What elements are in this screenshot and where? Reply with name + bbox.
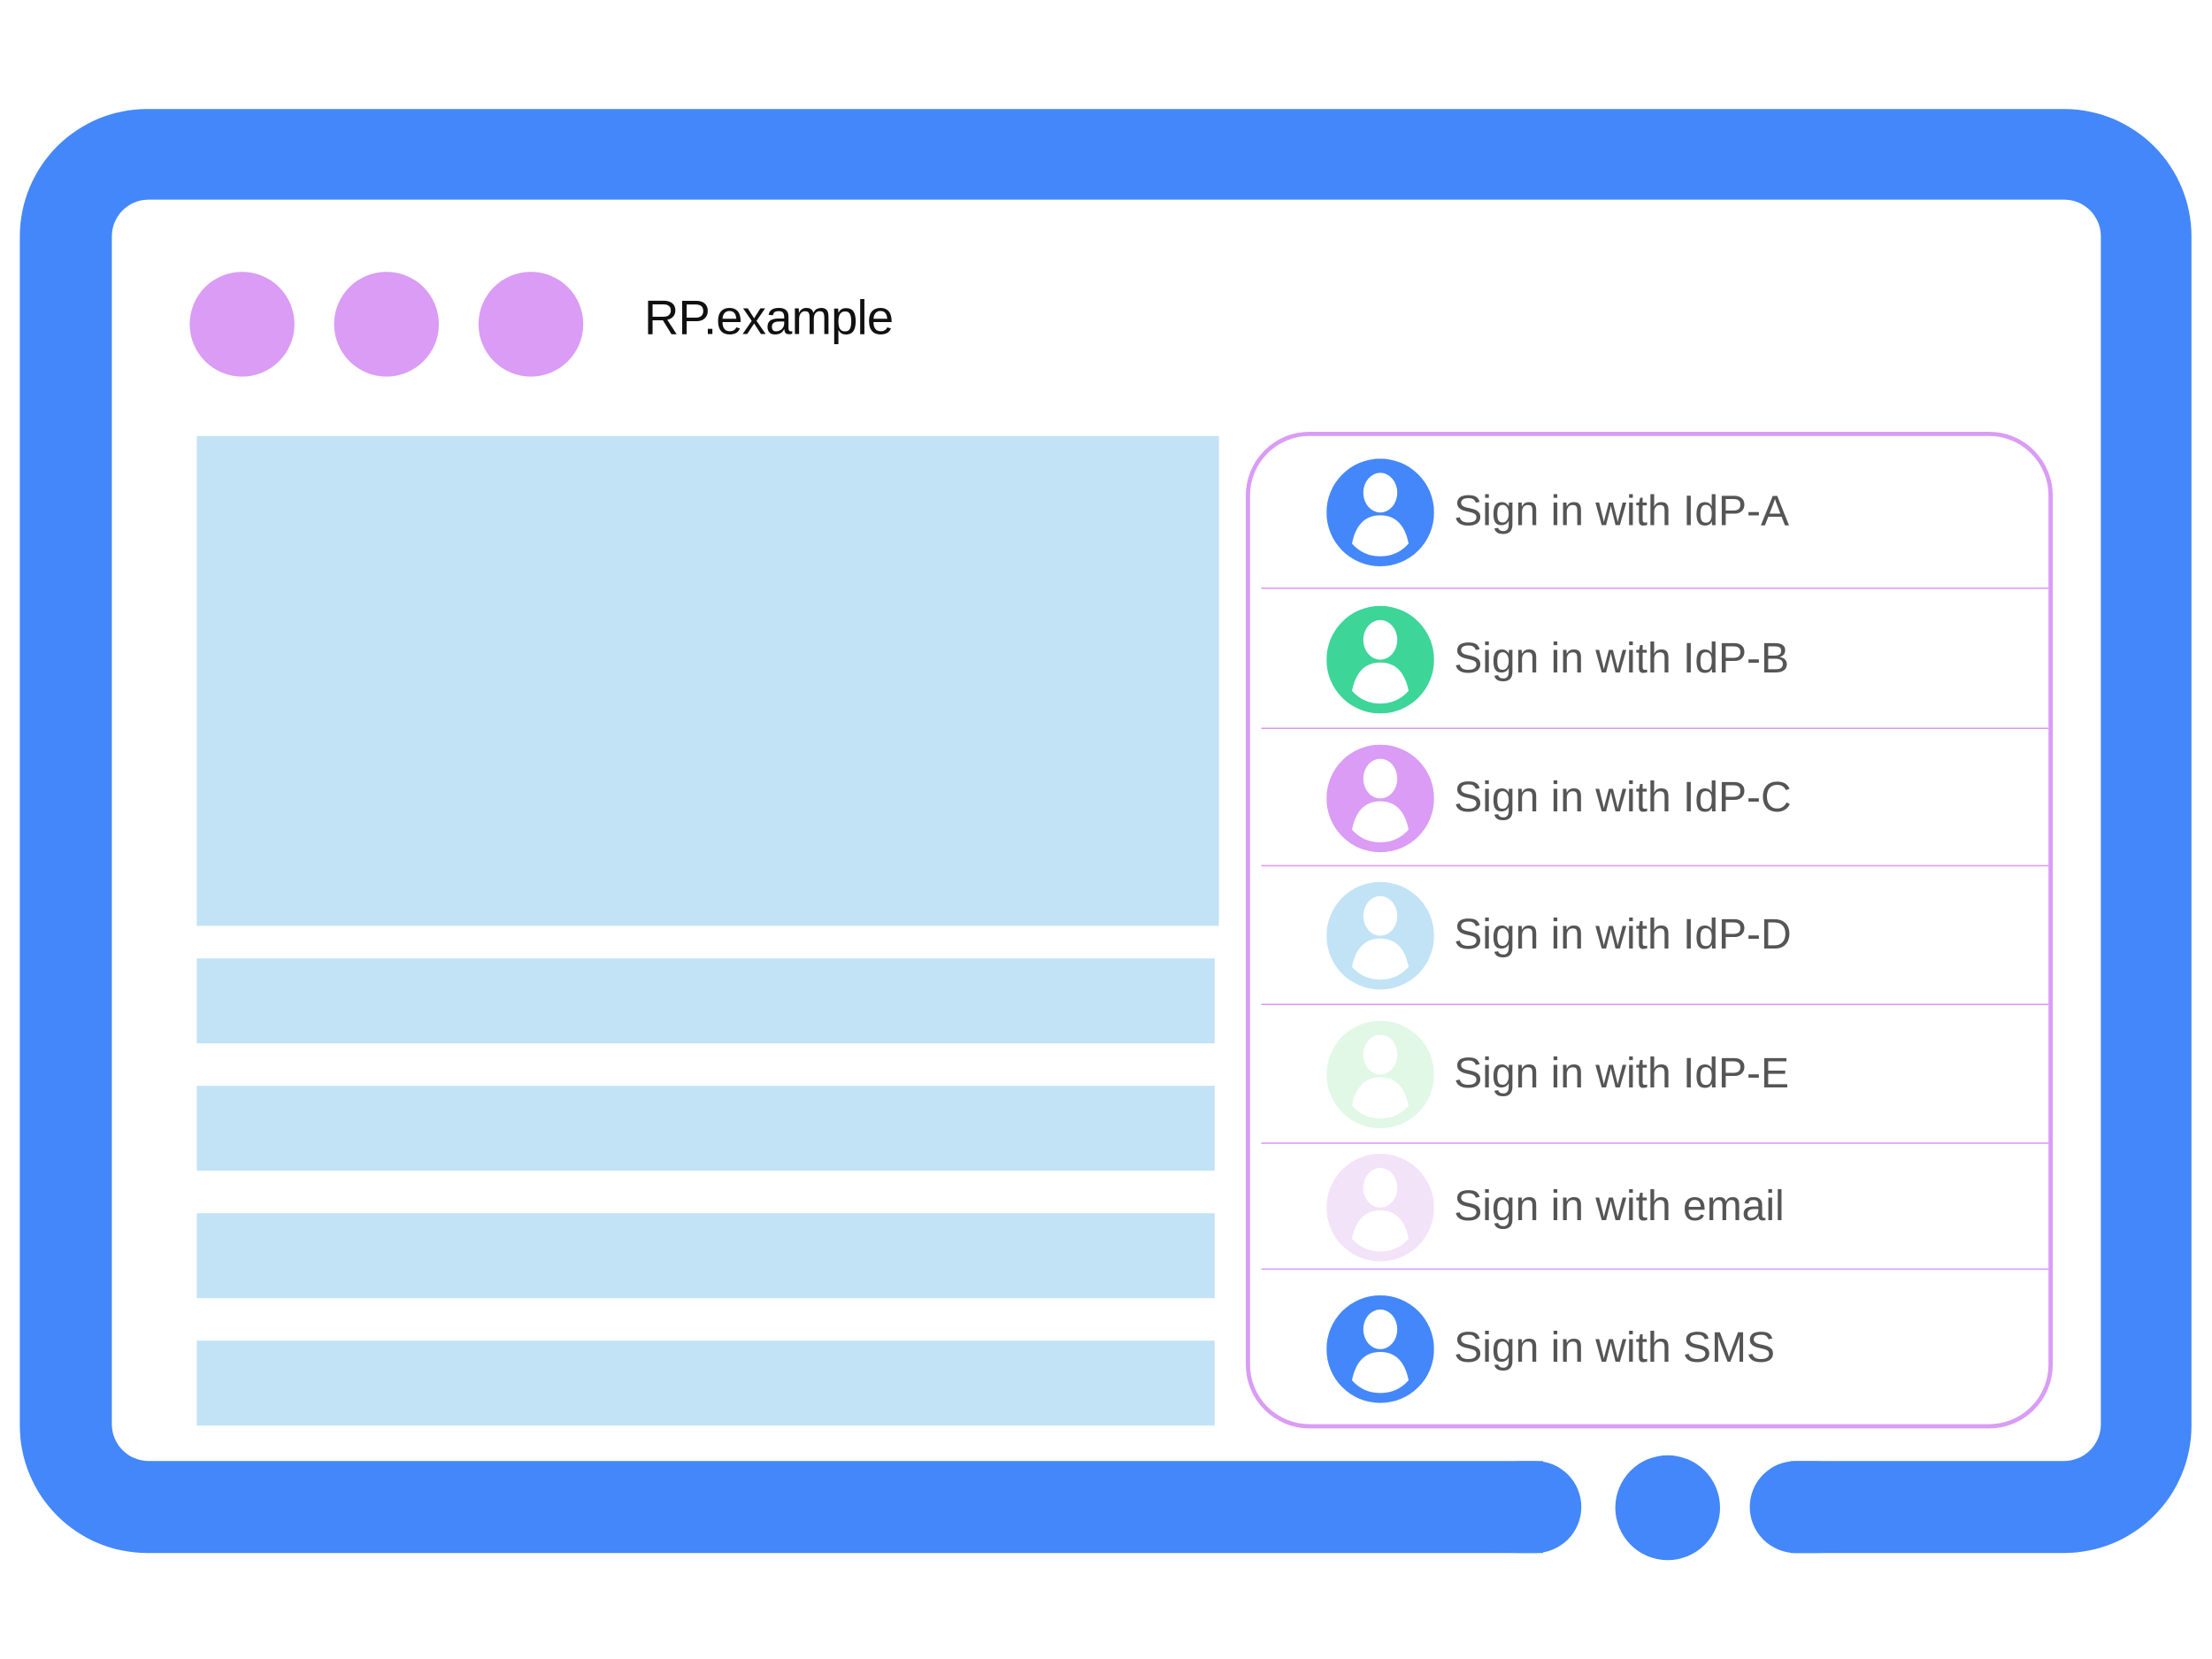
divider	[1261, 864, 2049, 867]
signin-option-6[interactable]: Sign in with email	[1261, 1144, 2049, 1271]
signin-option-label: Sign in with IdP-A	[1454, 488, 1790, 535]
signin-option-label: Sign in with IdP-B	[1454, 634, 1790, 682]
content-text-placeholder	[196, 958, 1215, 1044]
user-avatar-icon	[1326, 743, 1434, 852]
signin-option-7[interactable]: Sign in with SMS	[1262, 1270, 2049, 1427]
content-text-placeholder	[196, 1213, 1215, 1299]
signin-options-panel: Sign in with IdP-A Sign in with IdP-B Sign…	[1246, 432, 2053, 1429]
divider	[1261, 726, 2049, 729]
signin-option-label: Sign in with SMS	[1454, 1324, 1776, 1371]
signin-option-label: Sign in with email	[1454, 1182, 1785, 1230]
user-avatar-icon	[1326, 1020, 1434, 1129]
divider	[1261, 1002, 2049, 1005]
signin-option-2[interactable]: Sign in with IdP-B	[1261, 589, 2049, 729]
divider	[1261, 1267, 2049, 1271]
divider	[1261, 1141, 2049, 1144]
content-text-placeholder	[196, 1086, 1215, 1171]
frame-segment-right	[1749, 1461, 1863, 1554]
window-control-dot	[189, 272, 295, 377]
user-avatar-icon	[1326, 881, 1434, 990]
window-control-dot	[478, 272, 584, 377]
user-avatar-icon	[1326, 1294, 1434, 1402]
signin-option-label: Sign in with IdP-C	[1454, 773, 1792, 821]
content-image-placeholder	[196, 435, 1219, 926]
signin-option-5[interactable]: Sign in with IdP-E	[1261, 1005, 2049, 1144]
content-text-placeholder	[196, 1340, 1215, 1426]
site-title: RP.example	[644, 291, 894, 346]
window-control-dot	[334, 272, 439, 377]
user-avatar-icon	[1326, 605, 1434, 713]
signin-option-label: Sign in with IdP-E	[1454, 1050, 1790, 1097]
user-avatar-icon	[1326, 1153, 1434, 1261]
frame-segment-left	[1472, 1461, 1582, 1554]
signin-option-4[interactable]: Sign in with IdP-D	[1261, 866, 2049, 1005]
signin-option-label: Sign in with IdP-D	[1454, 911, 1792, 959]
signin-option-3[interactable]: Sign in with IdP-C	[1261, 729, 2049, 867]
user-avatar-icon	[1326, 458, 1434, 566]
divider	[1261, 587, 2049, 589]
home-button	[1615, 1455, 1720, 1561]
signin-option-1[interactable]: Sign in with IdP-A	[1261, 436, 2049, 589]
